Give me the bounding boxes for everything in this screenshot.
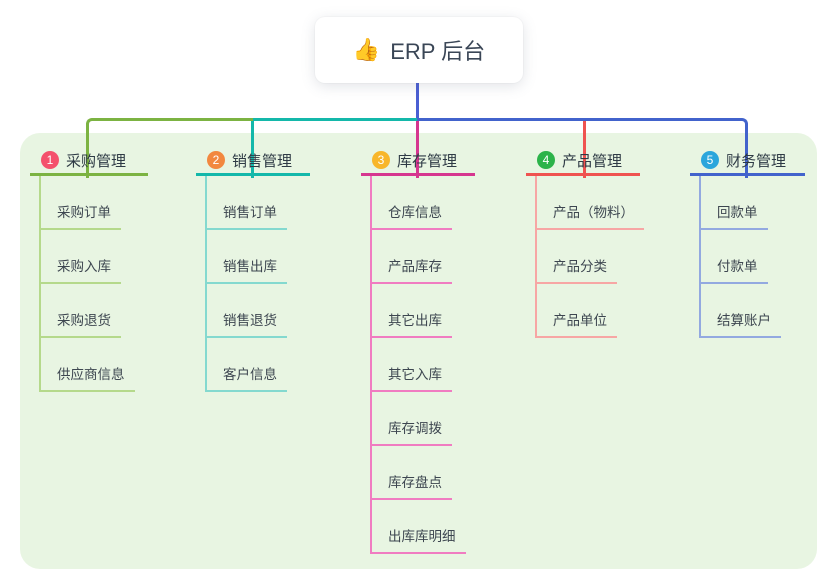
child-row: 销售退货 — [207, 284, 310, 338]
child-row: 产品库存 — [372, 230, 475, 284]
child-row: 采购入库 — [41, 230, 148, 284]
child-node[interactable]: 其它出库 — [372, 309, 452, 338]
branch-header[interactable]: 1 采购管理 — [30, 147, 148, 176]
child-node[interactable]: 付款单 — [701, 255, 768, 284]
branch-1: 1 采购管理采购订单采购入库采购退货供应商信息 — [30, 147, 148, 392]
branch-badge: 3 — [372, 151, 390, 169]
branch-4: 4 产品管理产品（物料） 产品分类产品单位 — [526, 147, 644, 338]
branch-header[interactable]: 3 库存管理 — [361, 147, 475, 176]
branch-label: 产品管理 — [562, 152, 623, 170]
branch-children: 仓库信息产品库存其它出库其它入库库存调拨库存盘点出库库明细 — [370, 176, 475, 554]
branch-children: 产品（物料） 产品分类产品单位 — [535, 176, 644, 338]
child-row: 采购退货 — [41, 284, 148, 338]
child-row: 付款单 — [701, 230, 805, 284]
branch-label: 库存管理 — [397, 152, 458, 170]
child-node[interactable]: 库存调拨 — [372, 417, 452, 446]
branches-panel — [20, 133, 817, 569]
child-node[interactable]: 库存盘点 — [372, 471, 452, 500]
child-row: 库存调拨 — [372, 392, 475, 446]
child-row: 回款单 — [701, 176, 805, 230]
child-node[interactable]: 出库库明细 — [372, 525, 466, 554]
root-label: ERP 后台 — [390, 39, 486, 64]
child-row: 销售出库 — [207, 230, 310, 284]
child-node[interactable]: 产品单位 — [537, 309, 617, 338]
branch-children: 销售订单销售出库销售退货客户信息 — [205, 176, 310, 392]
child-node[interactable]: 产品库存 — [372, 255, 452, 284]
child-row: 产品分类 — [537, 230, 644, 284]
child-node[interactable]: 供应商信息 — [41, 363, 135, 392]
child-row: 销售订单 — [207, 176, 310, 230]
connector-branch5-corner — [417, 118, 748, 178]
child-node[interactable]: 采购订单 — [41, 201, 121, 230]
child-row: 产品（物料） — [537, 176, 644, 230]
branch-badge: 1 — [41, 151, 59, 169]
branch-header[interactable]: 5 财务管理 — [690, 147, 805, 176]
child-node[interactable]: 销售订单 — [207, 201, 287, 230]
child-node[interactable]: 采购入库 — [41, 255, 121, 284]
child-node[interactable]: 回款单 — [701, 201, 768, 230]
child-node[interactable]: 销售退货 — [207, 309, 287, 338]
child-row: 其它出库 — [372, 284, 475, 338]
connector-bus-teal-segment — [253, 118, 417, 121]
branch-badge: 2 — [207, 151, 225, 169]
child-row: 产品单位 — [537, 284, 644, 338]
branch-children: 采购订单采购入库采购退货供应商信息 — [39, 176, 148, 392]
child-row: 其它入库 — [372, 338, 475, 392]
child-row: 供应商信息 — [41, 338, 148, 392]
branch-label: 销售管理 — [232, 152, 293, 170]
branch-2: 2 销售管理销售订单销售出库销售退货客户信息 — [196, 147, 310, 392]
connector-branch2-drop — [251, 121, 254, 178]
child-row: 出库库明细 — [372, 500, 475, 554]
branch-badge: 4 — [537, 151, 555, 169]
branch-5: 5 财务管理回款单付款单结算账户 — [690, 147, 805, 338]
child-row: 采购订单 — [41, 176, 148, 230]
root-node[interactable]: 👍 ERP 后台 — [315, 17, 523, 83]
branch-badge: 5 — [701, 151, 719, 169]
child-row: 结算账户 — [701, 284, 805, 338]
branch-3: 3 库存管理仓库信息产品库存其它出库其它入库库存调拨库存盘点出库库明细 — [361, 147, 475, 554]
thumbs-up-icon: 👍 — [352, 37, 381, 62]
child-node[interactable]: 产品分类 — [537, 255, 617, 284]
child-row: 库存盘点 — [372, 446, 475, 500]
connector-root-stem — [416, 83, 419, 119]
branch-label: 采购管理 — [66, 152, 127, 170]
child-node[interactable]: 采购退货 — [41, 309, 121, 338]
connector-branch4-drop — [583, 121, 586, 178]
child-row: 客户信息 — [207, 338, 310, 392]
child-node[interactable]: 结算账户 — [701, 309, 781, 338]
branch-header[interactable]: 2 销售管理 — [196, 147, 310, 176]
child-node[interactable]: 产品（物料） — [537, 201, 644, 230]
child-node[interactable]: 销售出库 — [207, 255, 287, 284]
child-node[interactable]: 客户信息 — [207, 363, 287, 392]
connector-branch3-drop — [416, 121, 419, 178]
child-row: 仓库信息 — [372, 176, 475, 230]
branch-label: 财务管理 — [726, 152, 787, 170]
child-node[interactable]: 其它入库 — [372, 363, 452, 392]
branch-children: 回款单付款单结算账户 — [699, 176, 805, 338]
branch-header[interactable]: 4 产品管理 — [526, 147, 640, 176]
connector-branch1-corner — [86, 118, 253, 178]
child-node[interactable]: 仓库信息 — [372, 201, 452, 230]
